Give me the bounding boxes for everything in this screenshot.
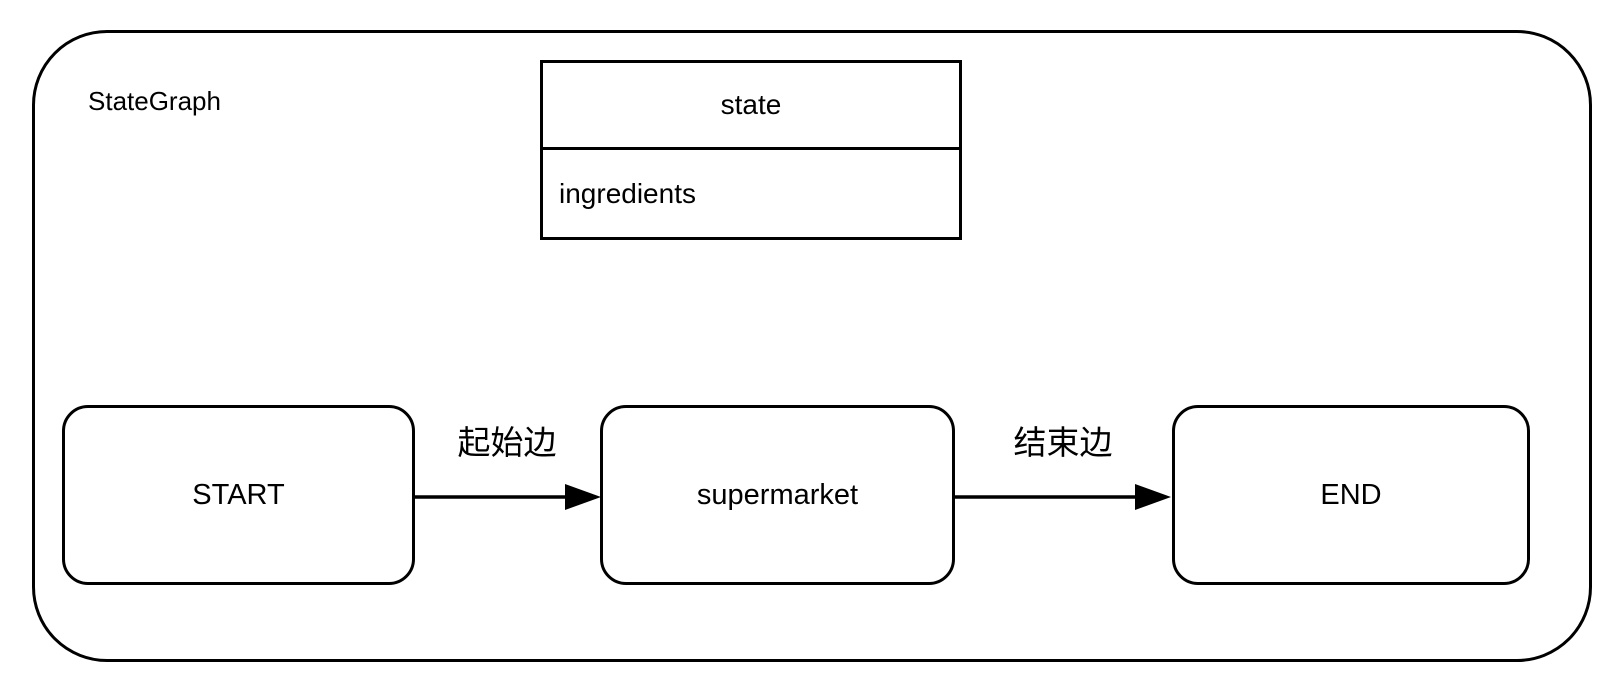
node-start: START xyxy=(62,405,415,585)
node-end: END xyxy=(1172,405,1530,585)
edge-label-start-to-supermarket: 起始边 xyxy=(457,424,557,461)
node-end-label: END xyxy=(1320,478,1382,511)
state-table-field-ingredients: ingredients xyxy=(559,177,696,209)
node-start-label: START xyxy=(192,478,285,511)
graph-title: StateGraph xyxy=(88,86,221,116)
node-supermarket: supermarket xyxy=(600,405,955,585)
state-table-header: state xyxy=(543,63,959,150)
state-table: state ingredients xyxy=(540,60,962,240)
node-supermarket-label: supermarket xyxy=(696,478,859,511)
edge-label-supermarket-to-end: 结束边 xyxy=(1013,424,1113,461)
